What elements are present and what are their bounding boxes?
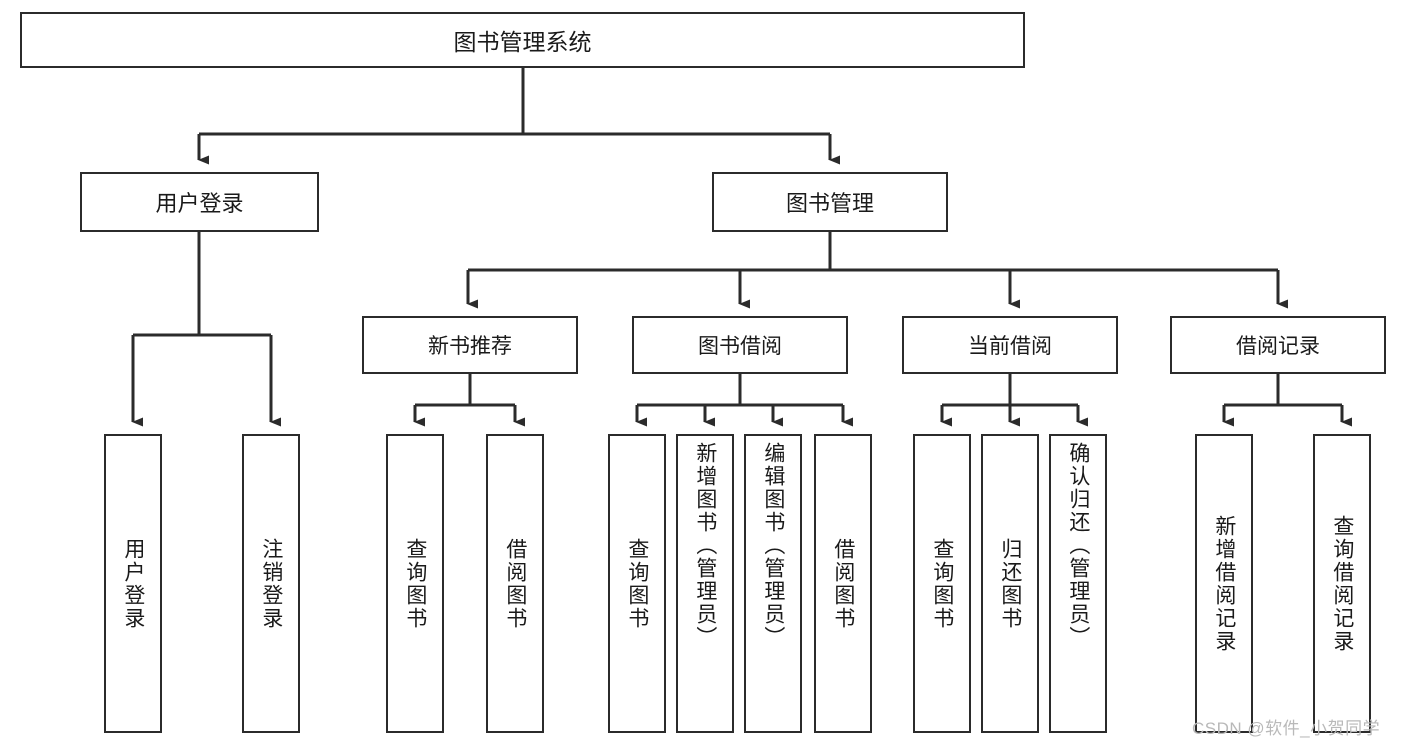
node-current-borrow[interactable]: 当前借阅 [902, 316, 1118, 374]
leaf-label: 查询图书 [930, 537, 954, 630]
node-label: 用户登录 [155, 191, 244, 216]
leaf-current-borrow-confirm-return-admin[interactable]: 确认归还（管理员） [1049, 434, 1107, 733]
leaf-book-borrow-add-book-admin[interactable]: 新增图书（管理员） [676, 434, 734, 733]
node-book-management[interactable]: 图书管理 [712, 172, 948, 232]
node-label: 新书推荐 [428, 335, 512, 358]
node-new-book-recommend[interactable]: 新书推荐 [362, 316, 578, 374]
leaf-label: 借阅图书 [503, 537, 527, 630]
node-label: 借阅记录 [1236, 335, 1320, 358]
leaf-label: 查询图书 [625, 537, 649, 630]
node-user-login[interactable]: 用户登录 [80, 172, 319, 232]
node-borrow-record[interactable]: 借阅记录 [1170, 316, 1386, 374]
node-label: 图书借阅 [698, 335, 782, 358]
leaf-label: 确认归还（管理员） [1066, 442, 1090, 649]
leaf-label: 查询图书 [403, 537, 427, 630]
leaf-user-login-login[interactable]: 用户登录 [104, 434, 162, 733]
leaf-label: 注销登录 [259, 537, 283, 630]
leaf-label: 借阅图书 [831, 537, 855, 630]
leaf-book-borrow-query-book[interactable]: 查询图书 [608, 434, 666, 733]
leaf-user-login-logout[interactable]: 注销登录 [242, 434, 300, 733]
leaf-current-borrow-query-book[interactable]: 查询图书 [913, 434, 971, 733]
node-book-borrow[interactable]: 图书借阅 [632, 316, 848, 374]
leaf-book-borrow-edit-book-admin[interactable]: 编辑图书（管理员） [744, 434, 802, 733]
node-label: 图书管理系统 [453, 29, 592, 55]
leaf-label: 新增借阅记录 [1212, 514, 1236, 653]
leaf-new-book-query-book[interactable]: 查询图书 [386, 434, 444, 733]
csdn-watermark: CSDN @软件_小贺同学 [1192, 719, 1381, 738]
leaf-label: 编辑图书（管理员） [761, 442, 785, 649]
leaf-label: 查询借阅记录 [1330, 514, 1354, 653]
leaf-label: 用户登录 [121, 537, 145, 630]
leaf-book-borrow-borrow-book[interactable]: 借阅图书 [814, 434, 872, 733]
leaf-current-borrow-return-book[interactable]: 归还图书 [981, 434, 1039, 733]
node-label: 当前借阅 [968, 335, 1052, 358]
leaf-borrow-record-add-record[interactable]: 新增借阅记录 [1195, 434, 1253, 733]
leaf-borrow-record-query-record[interactable]: 查询借阅记录 [1313, 434, 1371, 733]
node-label: 图书管理 [785, 191, 874, 216]
node-root-book-management-system[interactable]: 图书管理系统 [20, 12, 1025, 68]
leaf-new-book-borrow-book[interactable]: 借阅图书 [486, 434, 544, 733]
leaf-label: 归还图书 [998, 537, 1022, 630]
leaf-label: 新增图书（管理员） [693, 442, 717, 649]
